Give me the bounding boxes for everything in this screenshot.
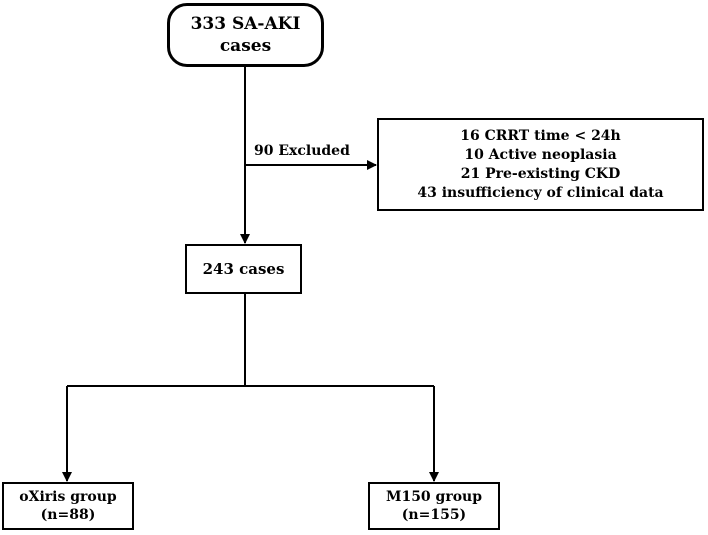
included-box: 243 cases [185, 244, 302, 294]
start-box: 333 SA-AKI cases [167, 3, 324, 67]
oxiris-group-box: oXiris group (n=88) [2, 482, 134, 530]
excluded-item: 16 CRRT time < 24h [460, 127, 621, 144]
excluded-count-label: 90 Excluded [254, 143, 350, 159]
excluded-item: 21 Pre-existing CKD [460, 165, 621, 182]
excluded-item: 43 insufficiency of clinical data [417, 184, 664, 201]
start-line1: 333 SA-AKI [190, 14, 301, 34]
excluded-box: 16 CRRT time < 24h 10 Active neoplasia 2… [377, 118, 704, 211]
m150-group-box: M150 group (n=155) [368, 482, 500, 530]
m150-group-count: (n=155) [401, 507, 467, 523]
m150-group-name: M150 group [385, 489, 483, 505]
oxiris-group-name: oXiris group [19, 489, 117, 505]
excluded-item: 10 Active neoplasia [464, 146, 617, 163]
start-line2: cases [219, 36, 272, 56]
oxiris-group-count: (n=88) [40, 507, 96, 523]
included-label: 243 cases [202, 260, 285, 278]
